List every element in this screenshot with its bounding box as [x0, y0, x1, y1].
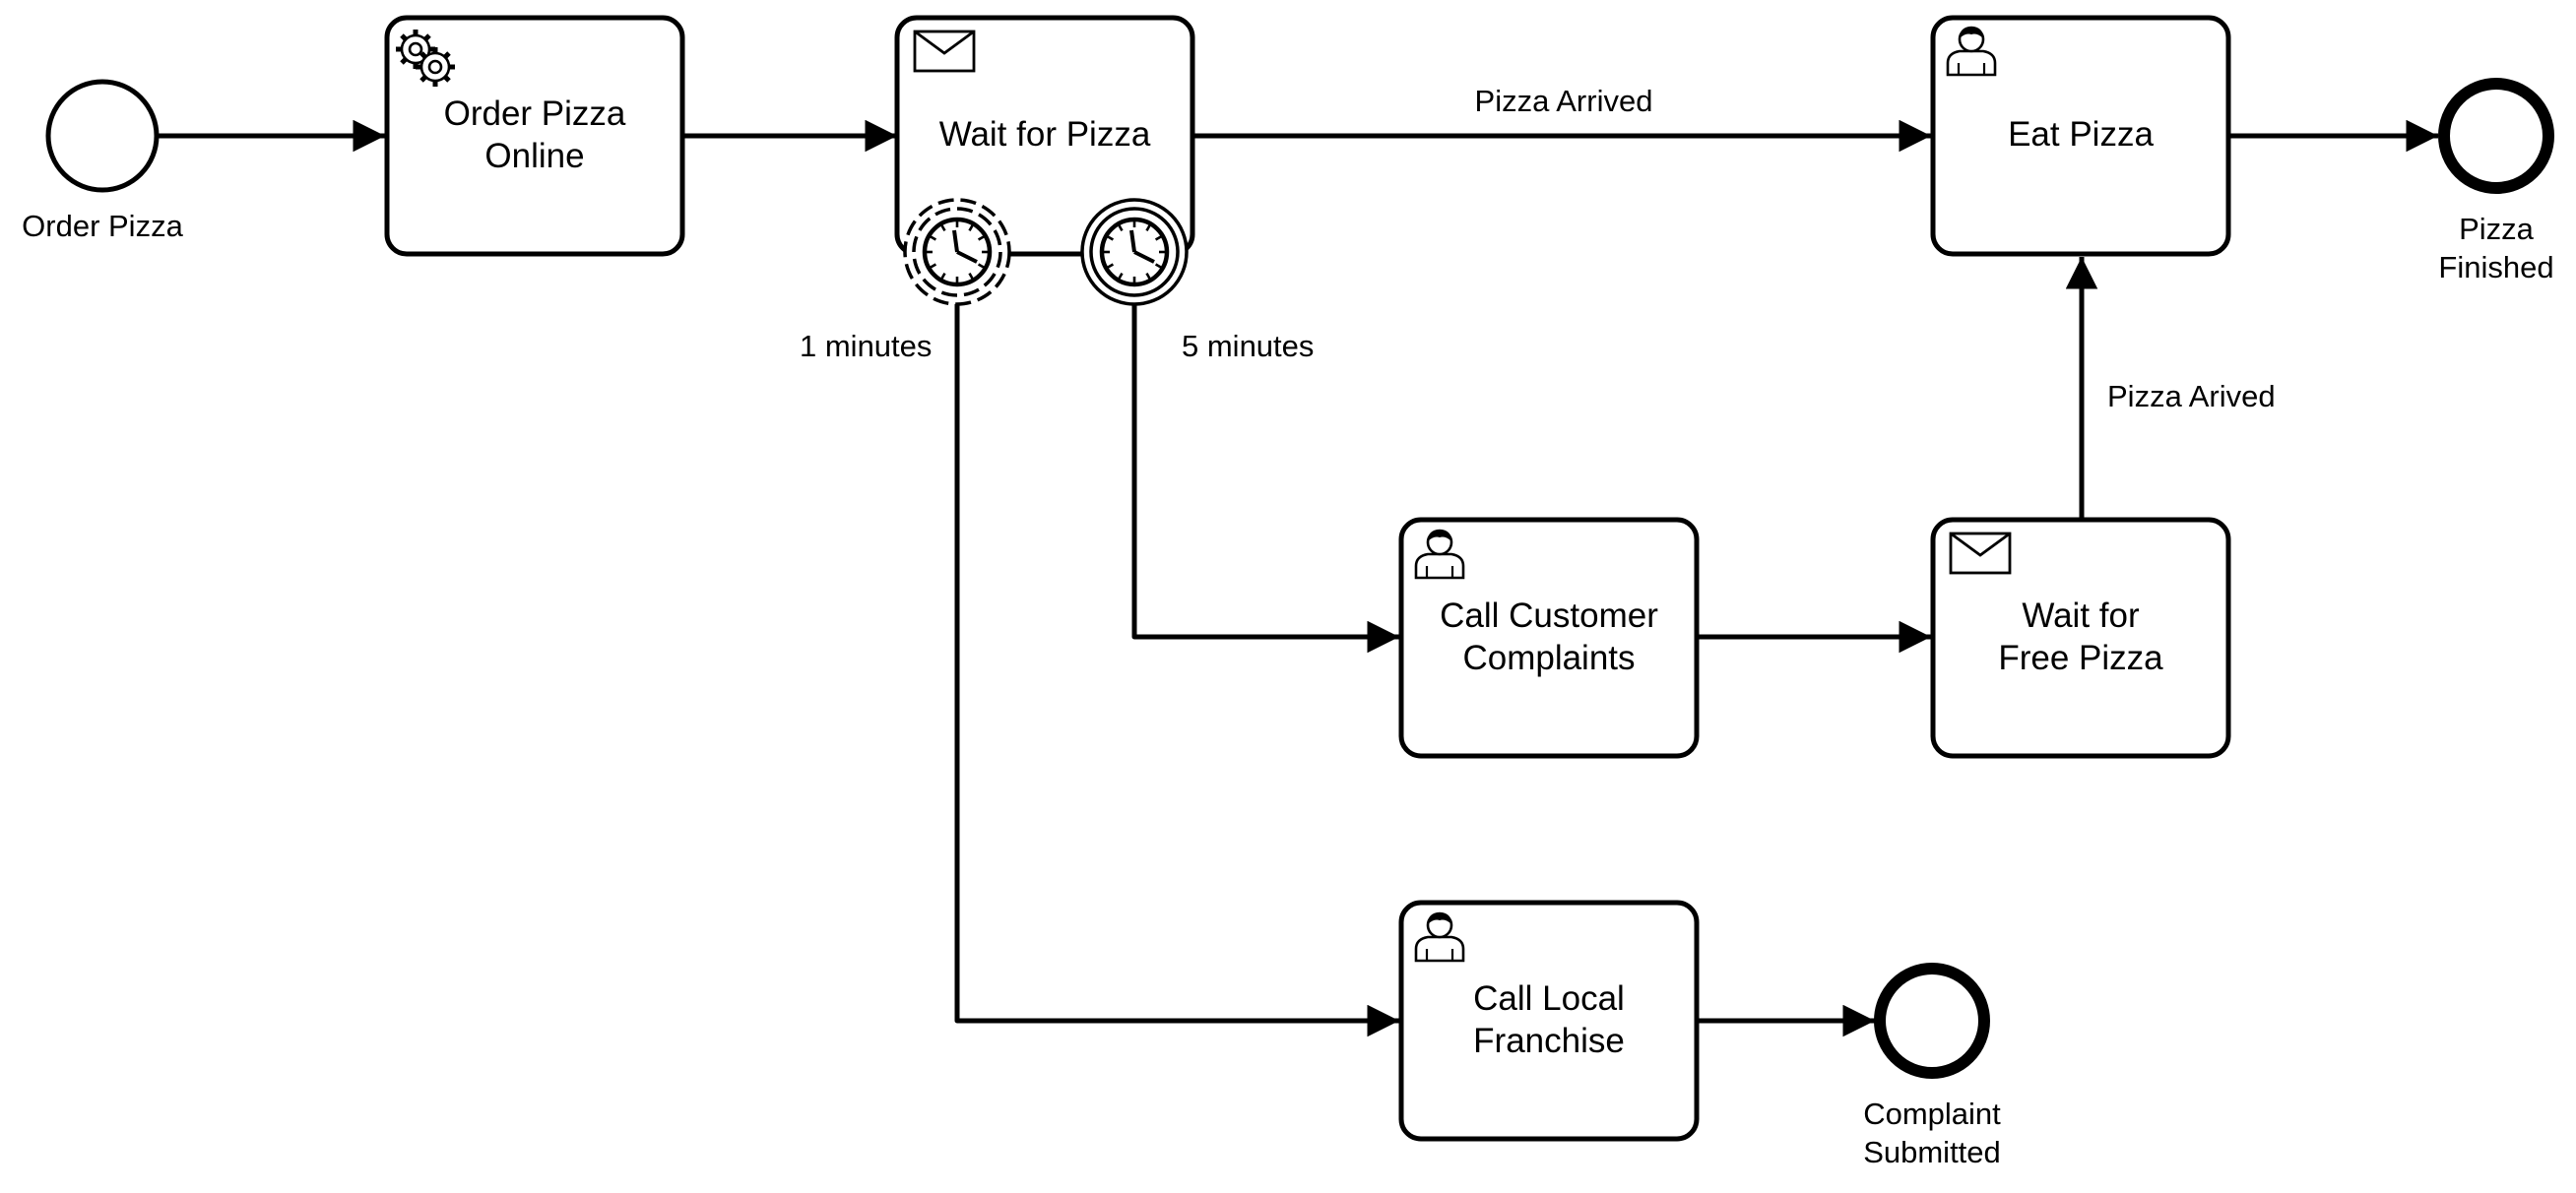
task-wait-for-pizza[interactable]: Wait for Pizza: [894, 15, 1195, 257]
flow-timer5-to-complaints: [1131, 287, 1399, 654]
task-order-pizza-online-line2: Online: [484, 137, 584, 175]
envelope-icon: [1949, 532, 2012, 575]
task-order-pizza-online-line1: Order Pizza: [444, 94, 626, 133]
gear-icon: [396, 30, 455, 87]
end-event-pizza-finished-line2: Finished: [2438, 250, 2553, 284]
task-call-local-franchise[interactable]: Call Local Franchise: [1398, 900, 1700, 1142]
timer-1-minutes-label: 1 minutes: [800, 329, 932, 363]
task-wait-for-free-pizza-line2: Free Pizza: [1998, 639, 2163, 677]
task-call-customer-complaints-line2: Complaints: [1462, 639, 1635, 677]
task-wait-for-free-pizza-line1: Wait for: [2022, 596, 2140, 635]
task-eat-pizza[interactable]: Eat Pizza: [1930, 15, 2231, 257]
end-event-pizza-finished-line1: Pizza: [2459, 212, 2535, 246]
task-call-local-franchise-line2: Franchise: [1473, 1022, 1625, 1060]
end-event-complaint-submitted-line2: Submitted: [1863, 1135, 2001, 1169]
task-call-customer-complaints-line1: Call Customer: [1440, 596, 1658, 635]
boundary-timer-1-minutes[interactable]: [903, 198, 1011, 306]
task-eat-pizza-label: Eat Pizza: [2008, 115, 2154, 154]
task-wait-for-pizza-label: Wait for Pizza: [939, 115, 1151, 154]
task-call-customer-complaints[interactable]: Call Customer Complaints: [1398, 517, 1700, 759]
flow-label-pizza-arrived: Pizza Arrived: [1475, 84, 1653, 118]
boundary-timer-5-minutes[interactable]: [1080, 198, 1189, 306]
end-event-pizza-finished[interactable]: [2438, 78, 2554, 194]
end-event-complaint-submitted[interactable]: [1874, 963, 1990, 1079]
clock-icon: [1102, 220, 1167, 284]
task-call-local-franchise-line1: Call Local: [1473, 979, 1625, 1018]
flow-label-pizza-arived: Pizza Arived: [2107, 379, 2276, 413]
task-order-pizza-online[interactable]: Order Pizza Online: [384, 15, 685, 257]
end-event-complaint-submitted-line1: Complaint: [1863, 1097, 2001, 1131]
clock-icon: [925, 220, 990, 284]
envelope-icon: [913, 30, 976, 73]
start-event-order-pizza[interactable]: [45, 79, 160, 193]
task-wait-for-free-pizza[interactable]: Wait for Free Pizza: [1930, 517, 2231, 759]
start-event-label: Order Pizza: [22, 209, 183, 243]
flow-timer1-to-franchise: [954, 287, 1399, 1037]
timer-5-minutes-label: 5 minutes: [1182, 329, 1314, 363]
